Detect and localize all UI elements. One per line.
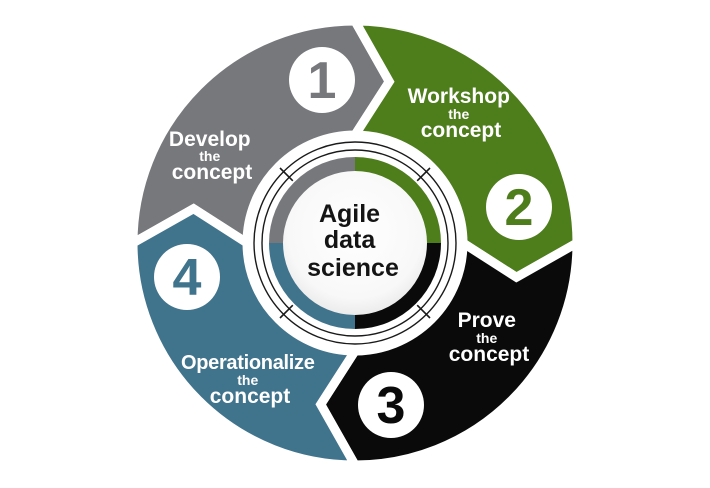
center-title: Agile data science	[307, 200, 399, 282]
label-workshop: Workshop the concept	[408, 85, 515, 142]
center-title-line1: Agile	[319, 200, 380, 228]
label-workshop-action: Workshop	[408, 85, 510, 108]
ring-outer-circle	[253, 141, 457, 345]
step-2-circle	[486, 174, 552, 240]
step-badge-1: 1	[289, 47, 355, 113]
label-operationalize: Operationalize the concept	[181, 352, 319, 408]
label-workshop-connector: the	[448, 106, 469, 122]
label-prove-connector: the	[476, 330, 497, 346]
step-badge-3: 3	[358, 372, 424, 438]
label-operationalize-object: concept	[210, 385, 291, 408]
ring-tick-ne-icon	[416, 167, 431, 182]
step-badge-2: 2	[486, 174, 552, 240]
label-prove-object: concept	[449, 343, 530, 366]
ring-tick-se-icon	[416, 304, 431, 319]
label-develop-connector: the	[199, 148, 220, 164]
step-3-number: 3	[377, 377, 406, 435]
step-4-number: 4	[173, 249, 202, 307]
label-operationalize-connector: the	[237, 372, 258, 388]
step-4-circle	[154, 244, 220, 310]
step-2-number: 2	[505, 179, 534, 237]
step-badge-4: 4	[154, 244, 220, 310]
label-develop: Develop the concept	[169, 128, 255, 184]
step-1-circle	[289, 47, 355, 113]
center-disc	[283, 171, 427, 315]
center-title-line2: data	[324, 226, 377, 254]
step-3-circle	[358, 372, 424, 438]
label-workshop-object: concept	[421, 119, 502, 142]
ring-tick-nw-icon	[279, 167, 294, 182]
center-title-line3: science	[307, 254, 399, 282]
label-operationalize-action: Operationalize	[181, 352, 315, 374]
ring-tick-sw-icon	[279, 304, 294, 319]
label-develop-object: concept	[172, 161, 253, 184]
label-prove: Prove the concept	[449, 309, 530, 366]
step-1-number: 1	[308, 52, 337, 110]
ring-ticks	[279, 167, 431, 319]
label-prove-action: Prove	[458, 309, 516, 332]
ring-inner-circle	[261, 149, 449, 337]
label-develop-action: Develop	[169, 128, 251, 151]
